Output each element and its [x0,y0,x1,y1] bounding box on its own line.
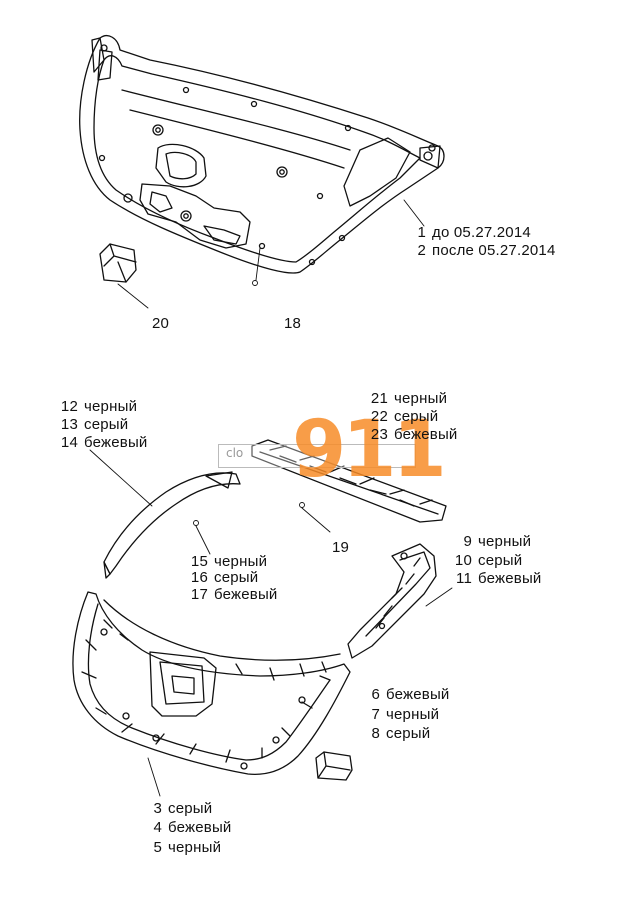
trunk-lid-panel [79,35,445,286]
watermark-small-text: clo [226,446,244,460]
label-18: 18 [284,315,302,332]
part-3-5-main-trim [72,591,351,797]
watermark-911: 911 [292,405,447,495]
part-19-23-panel [251,439,447,533]
label-20: 20 [152,315,170,332]
part-20-clip [99,243,149,309]
part-9-11-side-strip [347,543,453,659]
part-12-14-upper-strip [89,449,241,579]
part-6-8-cap [315,751,353,781]
watermark-frame [218,444,416,468]
label-19: 19 [332,539,350,556]
